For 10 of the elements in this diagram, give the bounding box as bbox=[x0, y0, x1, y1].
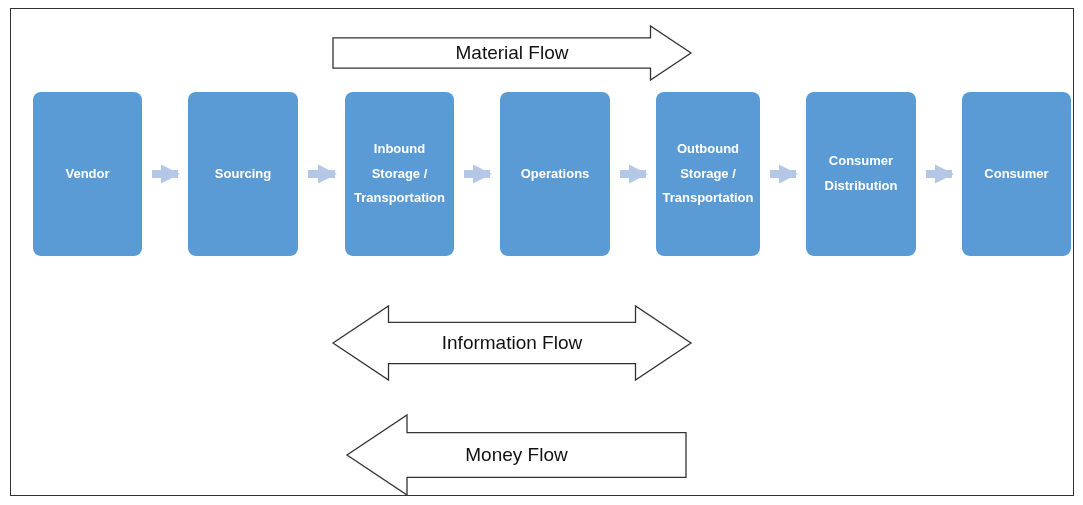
arrow-label: Information Flow bbox=[441, 332, 583, 354]
process-box: Operations bbox=[500, 92, 610, 256]
arrow-label: Money Flow bbox=[465, 444, 568, 466]
process-box: Inbound Storage / Transportation bbox=[345, 92, 454, 256]
arrow-label: Material Flow bbox=[455, 42, 569, 64]
process-box: Vendor bbox=[33, 92, 142, 256]
process-box: Consumer bbox=[962, 92, 1071, 256]
process-box: Sourcing bbox=[188, 92, 298, 256]
process-box: Outbound Storage / Transportation bbox=[656, 92, 760, 256]
process-box: Consumer Distribution bbox=[806, 92, 916, 256]
